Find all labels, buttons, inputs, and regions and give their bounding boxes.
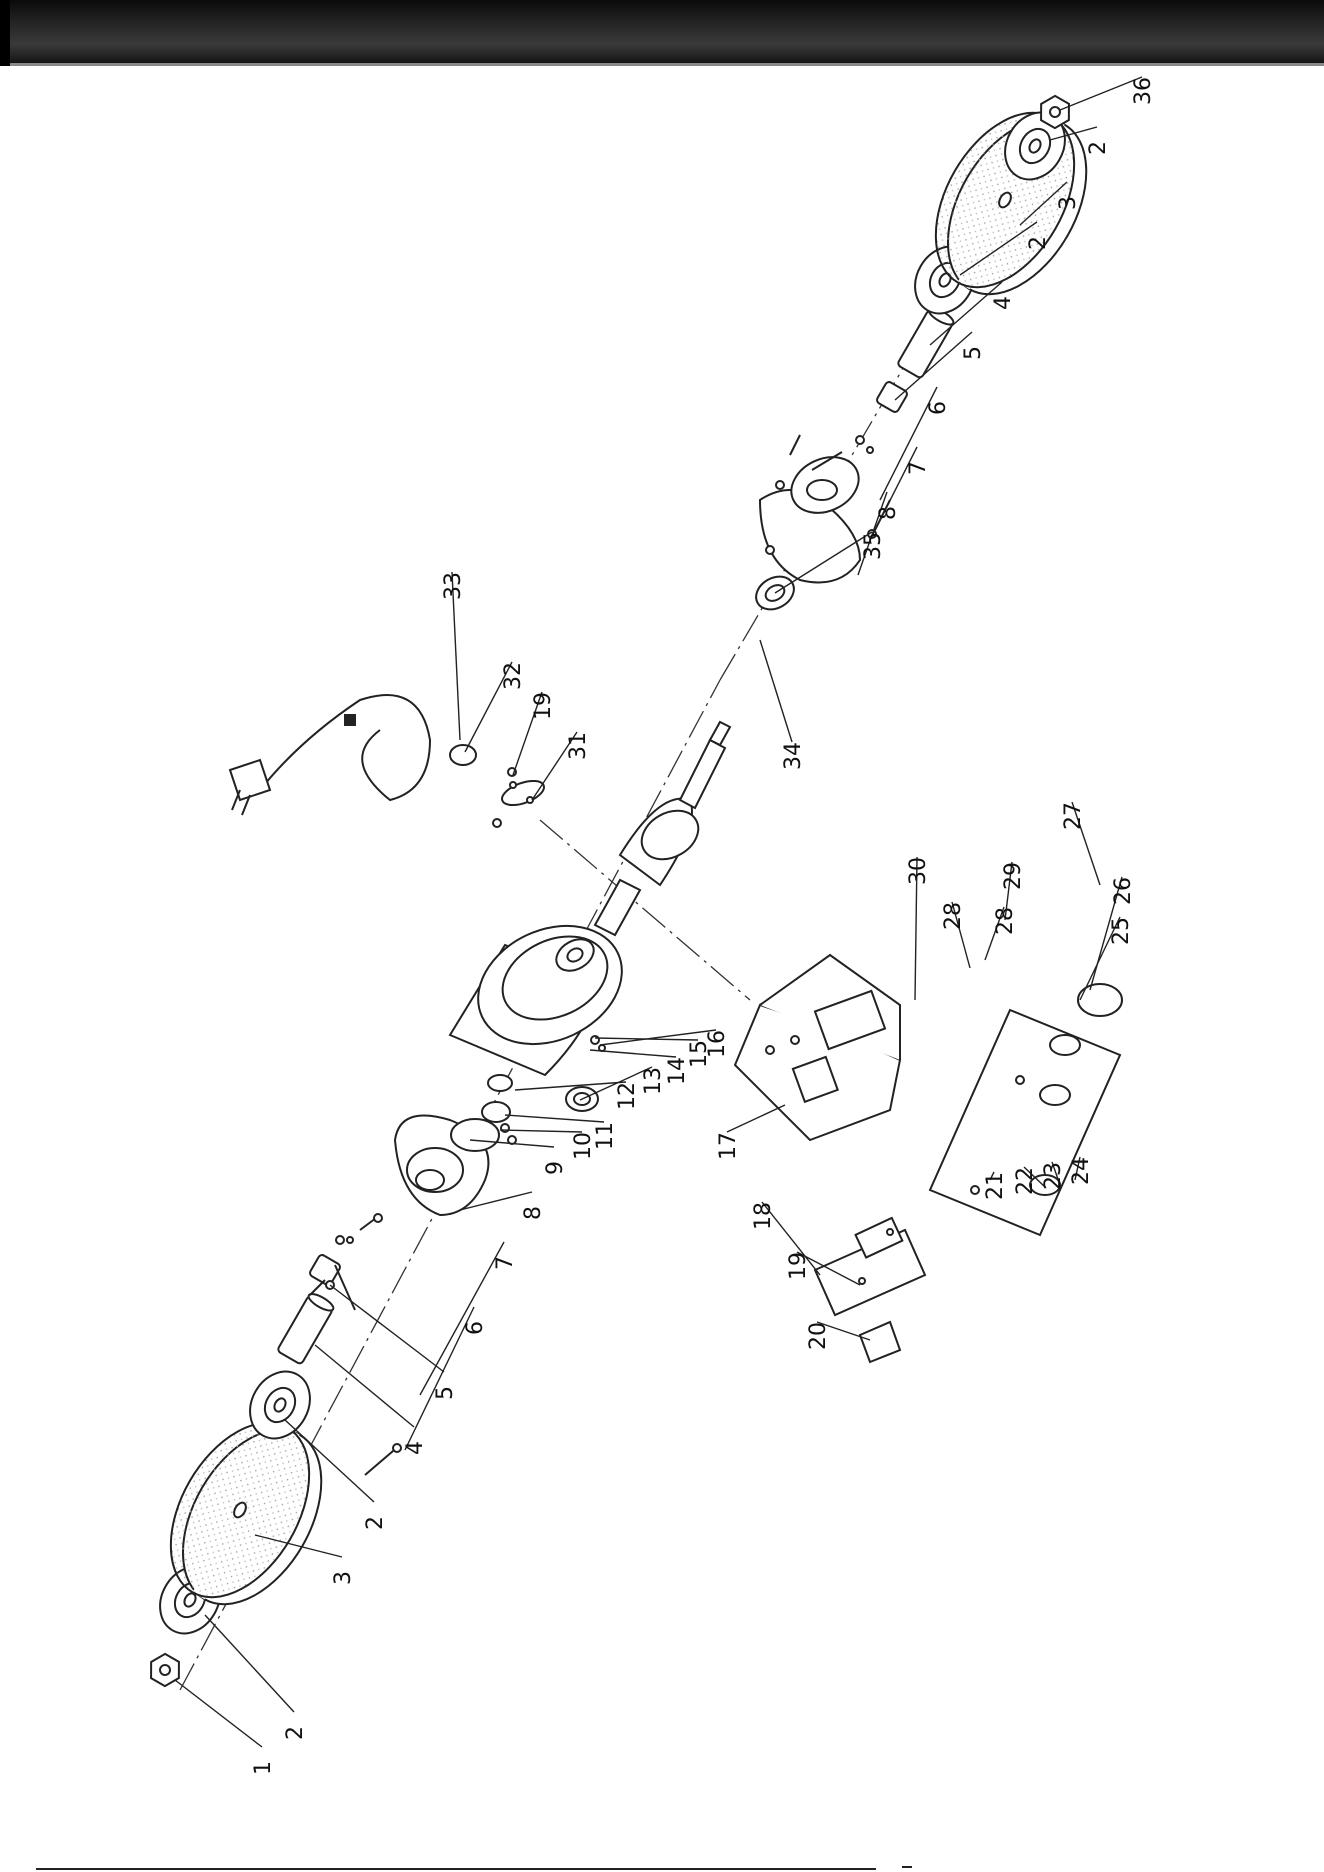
leader-line xyxy=(205,1615,294,1712)
callout-number: 23 xyxy=(1041,1162,1066,1190)
leader-line xyxy=(175,1680,262,1747)
callout-number: 4 xyxy=(403,1441,428,1455)
leader-line xyxy=(420,1242,504,1395)
callout-number: 18 xyxy=(751,1202,776,1230)
callout-number: 32 xyxy=(501,662,526,690)
bottom-tick xyxy=(902,1866,912,1868)
exploded-parts-diagram: 1232456789101112131415161718192021222324… xyxy=(0,66,1324,1852)
leader-line xyxy=(870,447,917,540)
header-bar xyxy=(0,0,1324,66)
callout-number: 17 xyxy=(716,1132,741,1160)
callout-number: 29 xyxy=(1001,862,1026,890)
callout-number: 19 xyxy=(786,1252,811,1280)
callout-number: 2 xyxy=(1086,141,1111,155)
callout-number: 31 xyxy=(566,732,591,760)
callout-number: 30 xyxy=(906,857,931,885)
bushing-right xyxy=(876,381,909,414)
callout-number: 7 xyxy=(493,1256,518,1270)
leader-line xyxy=(505,1115,604,1122)
callout-number: 20 xyxy=(806,1322,831,1350)
leader-line xyxy=(500,1130,582,1132)
callout-number: 3 xyxy=(1056,196,1081,210)
callout-number: 36 xyxy=(1131,77,1156,105)
callout-number: 7 xyxy=(906,461,931,475)
callout-number: 22 xyxy=(1013,1167,1038,1195)
callout-number: 1 xyxy=(251,1761,276,1775)
callout-number: 2 xyxy=(1026,236,1051,250)
callout-number: 6 xyxy=(926,401,951,415)
bottom-rule xyxy=(36,1868,876,1870)
spacer-left xyxy=(277,1291,336,1365)
spacer-right xyxy=(897,305,956,379)
callout-number: 34 xyxy=(781,742,806,770)
callout-number: 8 xyxy=(876,506,901,520)
switch-plate xyxy=(815,1218,925,1362)
callout-number: 24 xyxy=(1069,1157,1094,1185)
power-cord xyxy=(230,695,430,815)
callout-number: 5 xyxy=(433,1386,458,1400)
cord-clamp xyxy=(450,745,547,827)
end-cover-right xyxy=(760,447,868,583)
callout-number: 3 xyxy=(331,1571,356,1585)
callout-number: 19 xyxy=(531,692,556,720)
left-wheel-assembly xyxy=(142,1254,350,1691)
callout-number: 28 xyxy=(993,907,1018,935)
callout-number: 33 xyxy=(441,572,466,600)
leader-line xyxy=(590,1050,676,1057)
callout-number: 16 xyxy=(705,1030,730,1058)
callout-number: 9 xyxy=(543,1161,568,1175)
callout-number: 21 xyxy=(983,1172,1008,1200)
callout-number: 11 xyxy=(593,1122,618,1150)
leader-line xyxy=(330,1285,444,1372)
mounting-plate xyxy=(930,984,1122,1235)
callout-number: 5 xyxy=(961,346,986,360)
leader-line xyxy=(760,640,792,742)
callout-number: 26 xyxy=(1111,877,1136,905)
callout-number: 4 xyxy=(991,296,1016,310)
leader-line xyxy=(315,1345,414,1427)
callout-number: 35 xyxy=(861,532,886,560)
callout-number: 13 xyxy=(641,1067,666,1095)
callout-number: 8 xyxy=(521,1206,546,1220)
leader-line xyxy=(1060,77,1142,110)
callout-number: 2 xyxy=(283,1726,308,1740)
callout-number: 25 xyxy=(1109,917,1134,945)
header-edge xyxy=(0,0,10,66)
leader-line xyxy=(727,1105,785,1132)
screws-left xyxy=(310,1214,401,1475)
callout-number: 2 xyxy=(363,1516,388,1530)
callout-number: 27 xyxy=(1061,802,1086,830)
callout-number: 28 xyxy=(941,902,966,930)
callout-number: 12 xyxy=(615,1082,640,1110)
callout-number: 6 xyxy=(463,1321,488,1335)
motor-base xyxy=(735,955,900,1140)
